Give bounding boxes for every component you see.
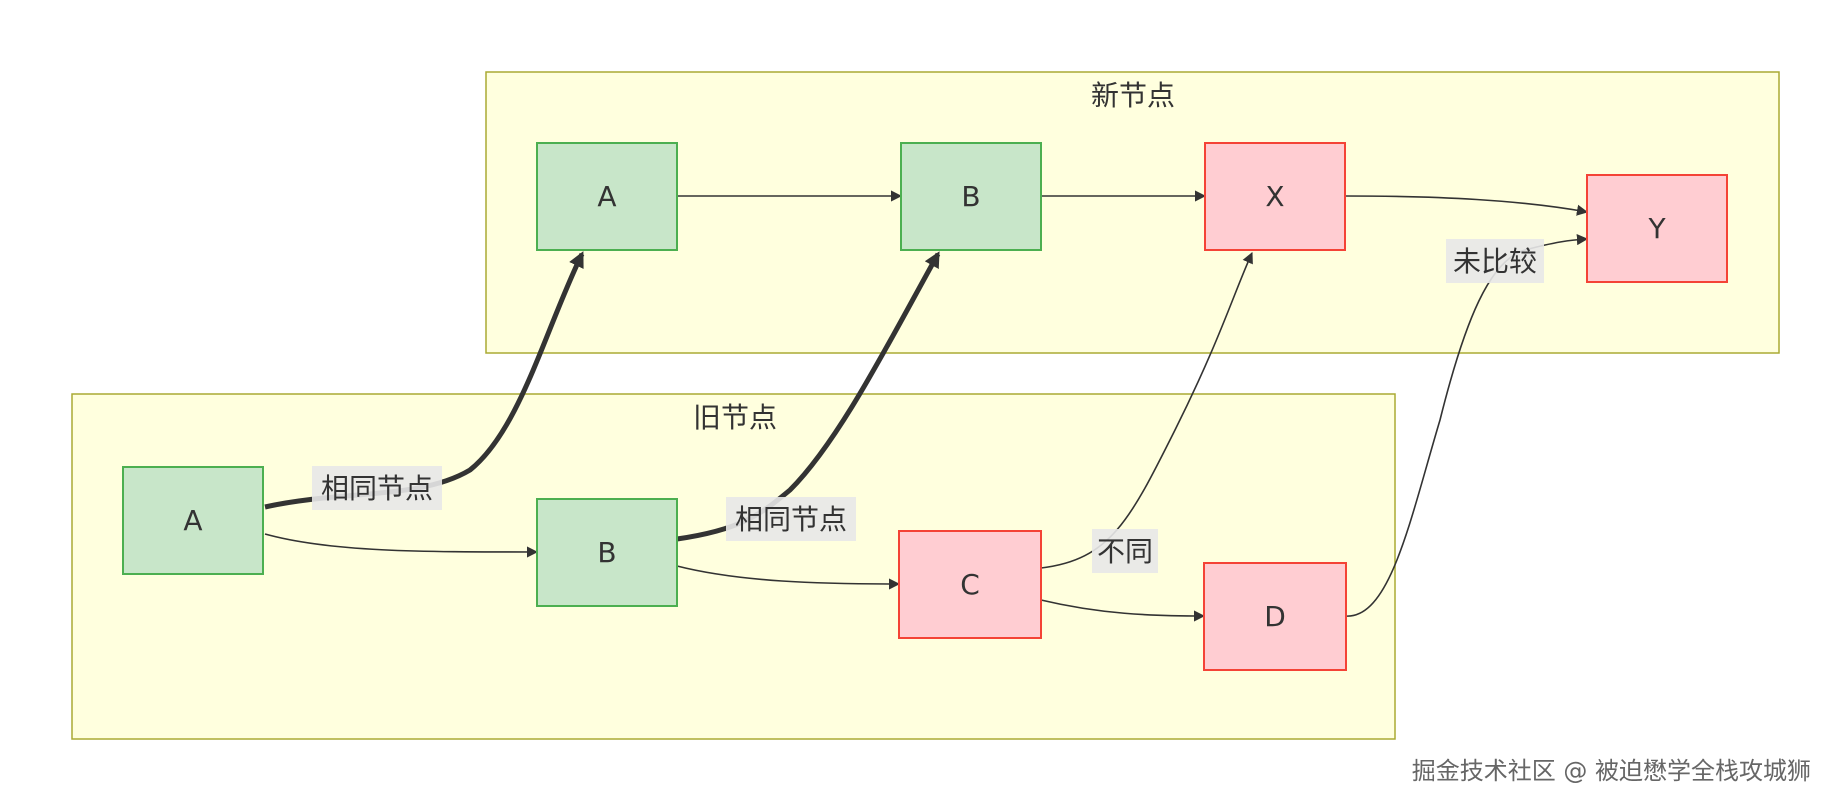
node-new-b[interactable]: B bbox=[900, 142, 1042, 251]
node-old-b-label: B bbox=[597, 536, 616, 569]
edge-new-x-to-new-y bbox=[1344, 195, 1589, 216]
node-new-y-label: Y bbox=[1647, 212, 1666, 245]
group-new-nodes-box bbox=[485, 71, 1780, 354]
edge-label-not-compared-bg bbox=[1446, 239, 1544, 283]
edge-label-same-b: 相同节点 bbox=[726, 497, 856, 541]
edge-labels: 相同节点 相同节点 不同 未比较 bbox=[312, 239, 1544, 573]
watermark: 掘金技术社区 @ 被迫懋学全栈攻城狮 bbox=[1411, 757, 1811, 785]
node-old-a-box bbox=[122, 466, 264, 575]
node-old-d-label: D bbox=[1264, 600, 1286, 633]
edge-label-same-a: 相同节点 bbox=[312, 466, 442, 510]
nodes: A B X Y A B C D bbox=[122, 142, 1728, 671]
node-new-a-label: A bbox=[597, 180, 616, 213]
node-old-b[interactable]: B bbox=[536, 498, 678, 607]
node-new-a-box bbox=[536, 142, 678, 251]
node-new-y-box bbox=[1586, 174, 1728, 283]
node-old-c[interactable]: C bbox=[898, 530, 1042, 639]
node-new-x-box bbox=[1204, 142, 1346, 251]
node-new-b-label: B bbox=[961, 180, 980, 213]
edge-label-not-compared: 未比较 bbox=[1446, 239, 1544, 283]
edge-label-not-compared-text: 未比较 bbox=[1453, 245, 1537, 278]
edge-label-different-text: 不同 bbox=[1097, 535, 1153, 568]
group-new-nodes: 新节点 bbox=[485, 71, 1780, 354]
edge-label-same-a-bg bbox=[312, 466, 442, 510]
group-old-nodes-box bbox=[71, 393, 1396, 740]
edge-old-b-to-old-c bbox=[676, 565, 901, 590]
node-old-a[interactable]: A bbox=[122, 466, 264, 575]
node-old-a-label: A bbox=[183, 504, 202, 537]
edge-label-different: 不同 bbox=[1092, 529, 1158, 573]
edge-label-same-b-text: 相同节点 bbox=[735, 503, 847, 536]
edge-old-c-to-old-d bbox=[1040, 599, 1206, 622]
edge-label-same-a-text: 相同节点 bbox=[321, 472, 433, 505]
edge-label-different-bg bbox=[1092, 529, 1158, 573]
group-new-nodes-title: 新节点 bbox=[1091, 79, 1175, 112]
edge-label-same-b-bg bbox=[726, 497, 856, 541]
node-new-x-label: X bbox=[1265, 180, 1284, 213]
node-old-d-box bbox=[1203, 562, 1347, 671]
group-old-nodes-title: 旧节点 bbox=[693, 401, 777, 434]
node-old-d[interactable]: D bbox=[1203, 562, 1347, 671]
node-new-y[interactable]: Y bbox=[1586, 174, 1728, 283]
node-old-b-box bbox=[536, 498, 678, 607]
node-new-a[interactable]: A bbox=[536, 142, 678, 251]
node-new-b-box bbox=[900, 142, 1042, 251]
node-old-c-box bbox=[898, 530, 1042, 639]
edge-old-c-to-new-x bbox=[1040, 251, 1253, 569]
node-new-x[interactable]: X bbox=[1204, 142, 1346, 251]
group-old-nodes: 旧节点 bbox=[71, 393, 1396, 740]
node-old-c-label: C bbox=[960, 568, 980, 601]
edge-old-a-to-old-b bbox=[264, 533, 539, 558]
